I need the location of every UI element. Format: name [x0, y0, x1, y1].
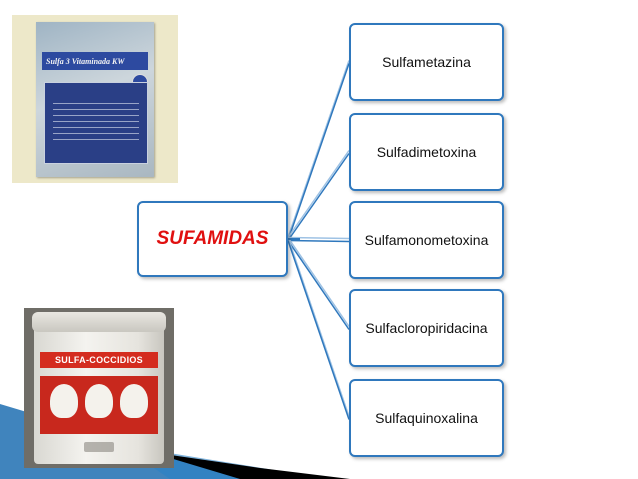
tub-red-band — [40, 376, 158, 434]
child-node-sulfadimetoxina: Sulfadimetoxina — [349, 113, 504, 191]
tub-container: SULFA-COCCIDIOS — [32, 312, 166, 464]
connector-line-0 — [287, 63, 350, 241]
tub-lid — [32, 312, 166, 332]
hen-icon — [120, 384, 148, 418]
connector-line-2 — [287, 236, 350, 240]
connector-line-1 — [287, 153, 350, 241]
connector-line-1 — [287, 150, 350, 238]
connector-line-2 — [287, 239, 350, 243]
tub-brand-text: SULFA-COCCIDIOS — [40, 352, 158, 368]
sulfa-sachet-photo: Sulfa 3 Vitaminada KW — [12, 15, 178, 183]
connector-line-4 — [287, 237, 350, 417]
sachet-brand-text: Sulfa 3 Vitaminada KW — [42, 52, 148, 70]
child-node-sulfacloropiridacina: Sulfacloropiridacina — [349, 289, 504, 367]
connector-line-3 — [287, 237, 350, 327]
connector-line-3 — [287, 240, 350, 330]
child-node-sulfaquinoxalina: Sulfaquinoxalina — [349, 379, 504, 457]
child-node-sulfametazina: Sulfametazina — [349, 23, 504, 101]
connector-line-4 — [287, 240, 350, 420]
hen-icon — [85, 384, 113, 418]
hen-icon — [50, 384, 78, 418]
root-node-sufamidas: SUFAMIDAS — [137, 201, 288, 277]
sachet-info-panel — [44, 82, 148, 164]
sachet-text-lines — [53, 103, 139, 143]
child-node-sulfamonometoxina: Sulfamonometoxina — [349, 201, 504, 279]
connector-line-0 — [287, 60, 350, 238]
manufacturer-logo — [84, 442, 114, 452]
sachet-package: Sulfa 3 Vitaminada KW — [36, 22, 154, 177]
sulfa-tub-photo: SULFA-COCCIDIOS — [24, 308, 174, 468]
